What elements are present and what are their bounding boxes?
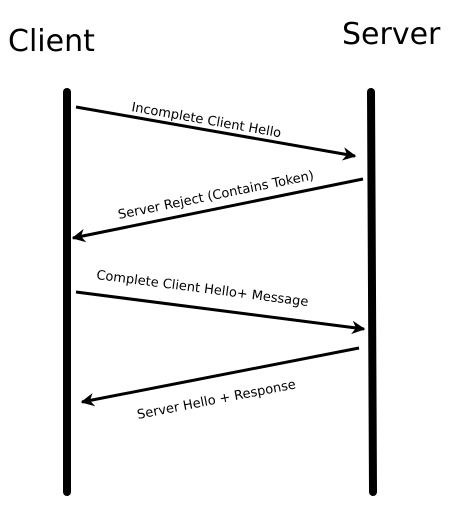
arrow-complete-client-hello: [75, 290, 366, 335]
client-label: Client: [8, 24, 95, 59]
message-complete-client-hello: Complete Client Hello+ Message: [75, 268, 366, 335]
arrow-server-reject: [71, 177, 364, 243]
message-server-hello-response: Server Hello + Response: [80, 346, 360, 423]
label-complete-client-hello: Complete Client Hello+ Message: [95, 268, 309, 310]
server-lifeline: [367, 88, 377, 496]
server-label: Server: [342, 17, 441, 52]
arrow-server-hello-response: [80, 346, 360, 407]
message-incomplete-client-hello: Incomplete Client Hello: [75, 100, 357, 161]
arrow-incomplete-client-hello: [75, 105, 357, 161]
message-server-reject: Server Reject (Contains Token): [71, 168, 364, 243]
label-server-hello-response: Server Hello + Response: [136, 377, 297, 423]
